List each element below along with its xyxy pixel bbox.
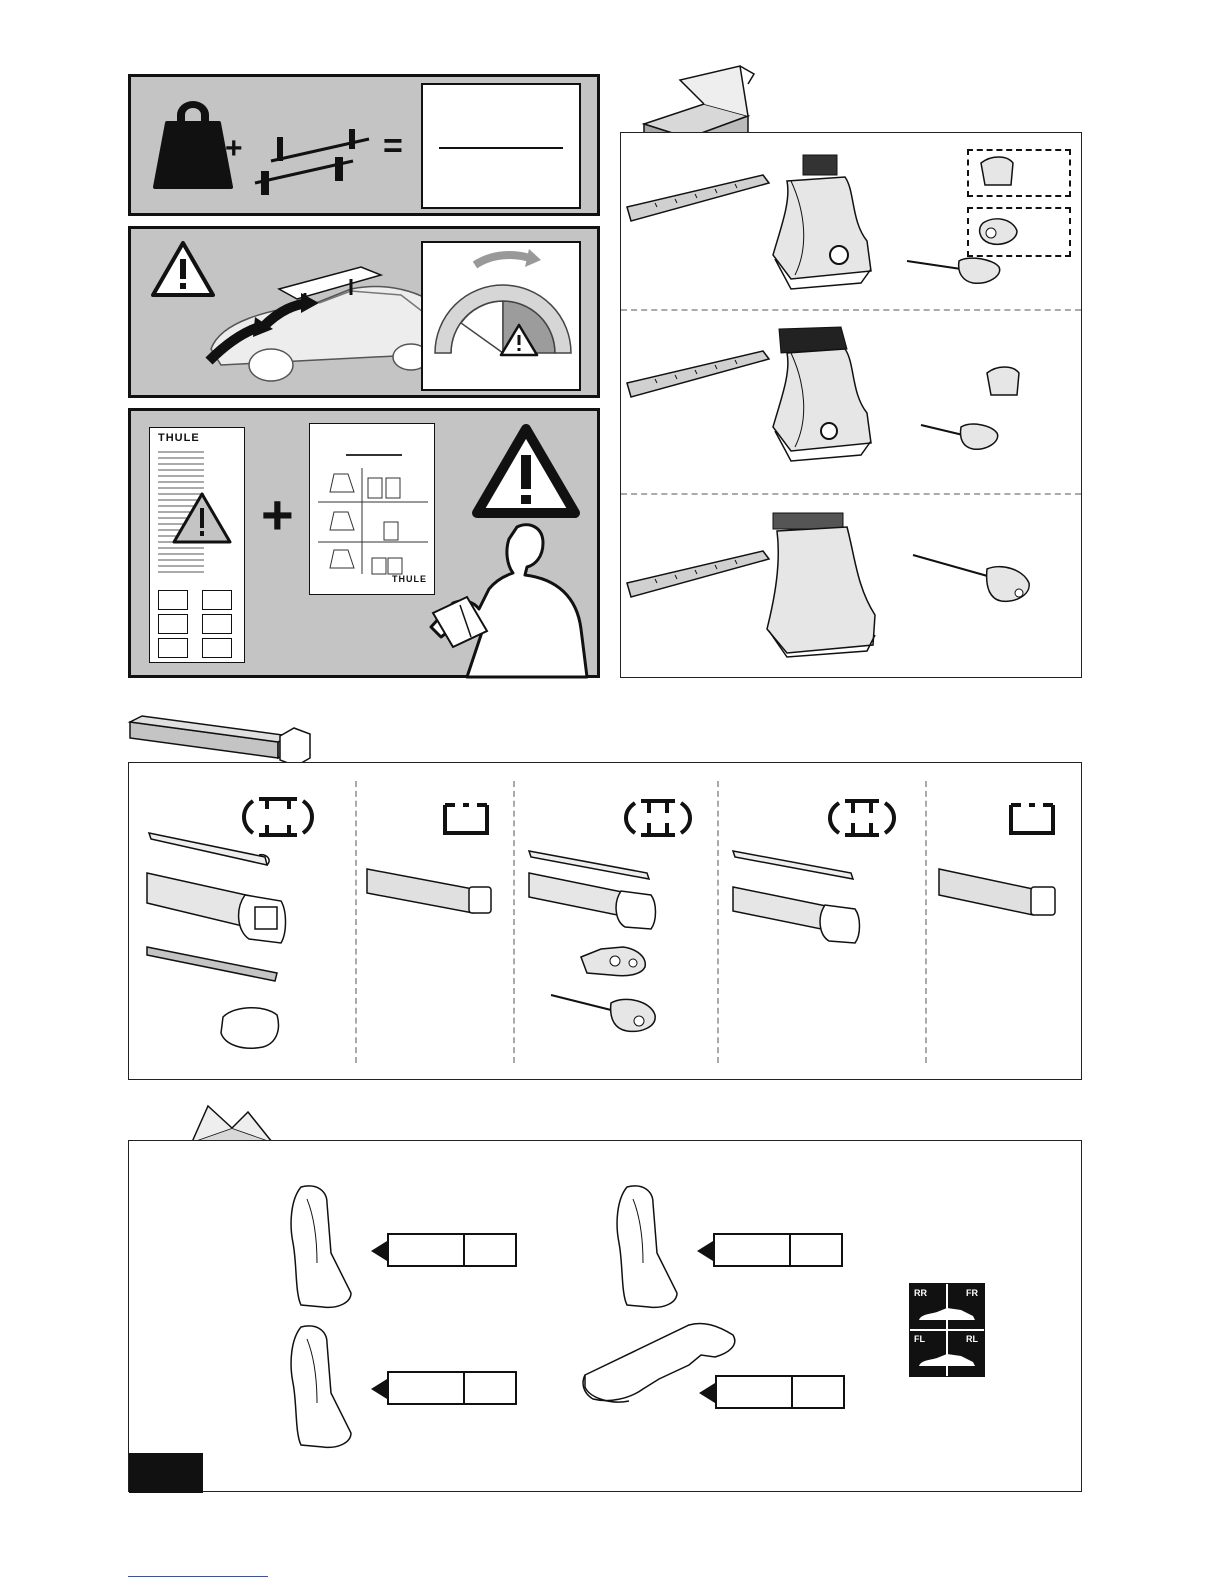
key-icon (903, 251, 1013, 291)
pointer-arrow-icon (695, 1239, 715, 1263)
dashed-column-separator (513, 781, 515, 1063)
booklet-box (202, 590, 232, 610)
part-number-box (713, 1233, 843, 1267)
dashed-separator (621, 309, 1081, 311)
square-bar-profile-icon (441, 799, 491, 839)
aero-bar-icon (731, 881, 871, 951)
rubber-pad-icon (287, 1323, 357, 1453)
lock-bracket-icon (577, 943, 657, 983)
dashed-column-separator (925, 781, 927, 1063)
square-bar-icon (365, 867, 495, 927)
roof-foot-icon (751, 151, 891, 301)
fitting-kit-frame: RR FR FL RL (128, 1140, 1082, 1492)
part-number-box-divider (791, 1377, 793, 1407)
sticker-label-fr: FR (966, 1288, 978, 1298)
equals-sign: = (383, 127, 403, 166)
booklet-box (202, 614, 232, 634)
aero-bar-profile-icon (829, 797, 895, 839)
rubber-pad-icon (613, 1183, 683, 1313)
rubber-pad-icon (287, 1183, 357, 1313)
sticker-label-fl: FL (914, 1334, 925, 1344)
key-icon (917, 419, 1007, 459)
weight-value-box (421, 83, 581, 209)
roof-foot-icon (751, 323, 891, 473)
sticker-label-rr: RR (914, 1288, 927, 1298)
rubber-strip-icon (145, 943, 285, 983)
booklet-warning-icon (170, 490, 234, 546)
part-number-box (387, 1233, 517, 1267)
aero-bar-icon (527, 867, 667, 937)
end-cap-icon (977, 155, 1017, 189)
booklet-box (202, 638, 232, 658)
booklet-box (158, 638, 188, 658)
bar-slot-strip (731, 847, 861, 883)
speed-gauge-box (421, 241, 581, 391)
booklet-box (158, 590, 188, 610)
pointer-arrow-icon (369, 1239, 389, 1263)
part-number-box-divider (463, 1235, 465, 1265)
speed-warning-panel (128, 226, 600, 398)
load-bars-frame (128, 762, 1082, 1080)
weight-divider-line (439, 147, 563, 149)
fitting-sheet-heading-line (346, 454, 402, 456)
aero-bar-profile-icon (625, 797, 691, 839)
end-cap-icon (983, 365, 1023, 399)
part-number-box-divider (463, 1373, 465, 1403)
foot-kits-frame (620, 132, 1082, 678)
lock-cylinder-icon (973, 213, 1021, 249)
load-weight-panel: + = (128, 74, 600, 216)
warning-triangle-large-icon (471, 423, 581, 519)
fitting-sheet-diagrams (318, 466, 428, 576)
person-reading-illustration (427, 517, 597, 677)
read-instructions-panel: THULE + (128, 408, 600, 678)
sticker-car-icon (917, 1354, 977, 1370)
fitting-sheet-brand-logo: THULE (392, 574, 427, 584)
dashed-column-separator (717, 781, 719, 1063)
part-number-box (387, 1371, 517, 1405)
dashed-separator (621, 493, 1081, 495)
roof-bars-icon (251, 127, 381, 197)
key-icon (549, 989, 669, 1039)
part-number-box-divider (789, 1235, 791, 1265)
square-bar-profile-icon (1007, 799, 1057, 839)
pointer-arrow-icon (369, 1377, 389, 1401)
square-bar-icon (937, 867, 1067, 927)
position-sticker: RR FR FL RL (909, 1283, 985, 1377)
page-number-tab (129, 1453, 203, 1493)
part-number-box (715, 1375, 845, 1409)
sticker-divider-horizontal (910, 1329, 984, 1331)
bar-end-cap-icon (215, 1003, 285, 1053)
sticker-label-rl: RL (966, 1334, 978, 1344)
booklet-box (158, 614, 188, 634)
sticker-car-icon (917, 1308, 977, 1324)
plus-sign-large: + (261, 487, 294, 543)
speed-gauge-icon (423, 243, 583, 393)
brand-logo: THULE (158, 432, 200, 444)
key-icon (911, 549, 1041, 619)
instruction-booklet: THULE (149, 427, 245, 663)
fitting-sheet: THULE (309, 423, 435, 595)
bar-slot-strip (147, 829, 277, 869)
pointer-arrow-icon (697, 1381, 717, 1405)
weight-icon (153, 105, 233, 195)
plus-sign: + (225, 132, 243, 166)
footer-link-underline[interactable] (128, 1576, 268, 1577)
dashed-column-separator (355, 781, 357, 1063)
roof-foot-icon (747, 507, 897, 667)
aero-bar-icon (145, 867, 295, 947)
